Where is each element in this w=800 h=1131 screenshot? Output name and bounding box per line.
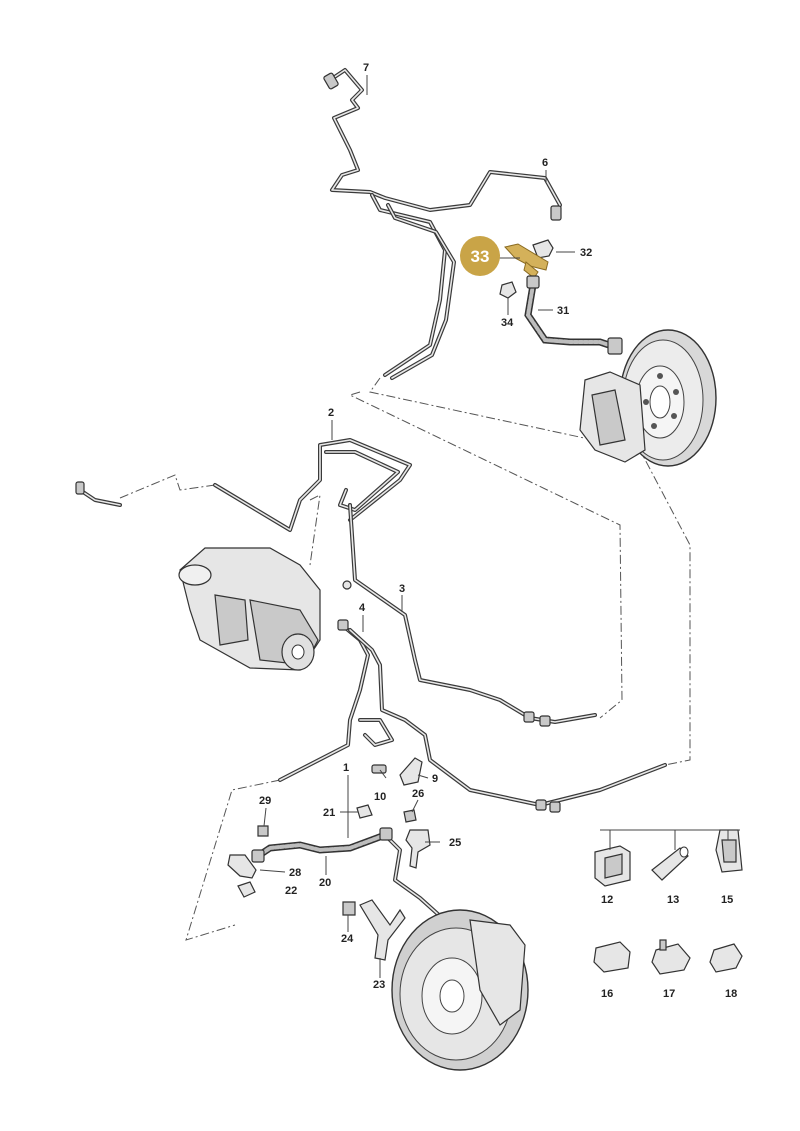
callout-2: 2 (328, 407, 334, 419)
bolt-29 (257, 825, 269, 837)
bolt-10 (371, 764, 387, 774)
callout-34: 34 (501, 317, 514, 329)
part-17-clip (651, 939, 691, 975)
callout-15: 15 (721, 894, 733, 906)
clip-21 (356, 804, 373, 819)
bracket-9 (399, 757, 423, 786)
part-15-clip (715, 829, 743, 873)
brake-hose-31 (524, 275, 623, 355)
callout-17: 17 (663, 988, 675, 1000)
brake-line-3 (348, 503, 597, 727)
master-cylinder (178, 547, 352, 671)
callout-28: 28 (289, 867, 301, 879)
bracket-28 (227, 854, 257, 879)
callout-16: 16 (601, 988, 613, 1000)
callout-20: 20 (319, 877, 331, 889)
bracket-33-highlighted (504, 243, 549, 279)
callout-21: 21 (323, 807, 335, 819)
part-16-clip (593, 941, 631, 973)
part-18-clip (709, 943, 743, 973)
brake-lines-2 (75, 438, 412, 532)
callout-32: 32 (580, 247, 592, 259)
bracket-23 (359, 899, 406, 961)
callout-7: 7 (363, 62, 369, 74)
part-group-bracket-line (600, 829, 740, 850)
bolt-26 (403, 809, 417, 823)
callout-23: 23 (373, 979, 385, 991)
callout-18: 18 (725, 988, 737, 1000)
callout-29: 29 (259, 795, 271, 807)
callout-12: 12 (601, 894, 613, 906)
callout-24: 24 (341, 933, 354, 945)
callout-3: 3 (399, 583, 405, 595)
callout-10: 10 (374, 791, 386, 803)
callout-31: 31 (557, 305, 569, 317)
part-12-clip (594, 845, 631, 887)
leader-lines (259, 75, 575, 978)
brake-hose-20 (251, 827, 442, 918)
clip-22 (237, 881, 256, 898)
part-13-sleeve (651, 846, 689, 881)
highlight-badge-label: 33 (471, 247, 490, 266)
callout-13: 13 (667, 894, 679, 906)
callout-9: 9 (432, 773, 438, 785)
callout-4: 4 (359, 602, 366, 614)
bolt-24 (342, 901, 356, 916)
callout-25: 25 (449, 837, 461, 849)
nut-34 (499, 281, 517, 299)
highlight-badge-33[interactable]: 33 (460, 236, 500, 276)
callout-1: 1 (343, 762, 349, 774)
routing-dashed-lines (119, 377, 691, 941)
brake-lines-4 (278, 619, 667, 813)
callout-6: 6 (542, 157, 548, 169)
upper-brake-lines (323, 68, 562, 380)
callout-22: 22 (285, 885, 297, 897)
rear-brake-disc (391, 909, 529, 1071)
callout-26: 26 (412, 788, 424, 800)
callout-labels: 7 6 32 31 34 2 3 4 1 9 10 26 29 21 25 28… (259, 62, 737, 1000)
bracket-25 (405, 829, 431, 869)
front-caliper (579, 371, 646, 463)
